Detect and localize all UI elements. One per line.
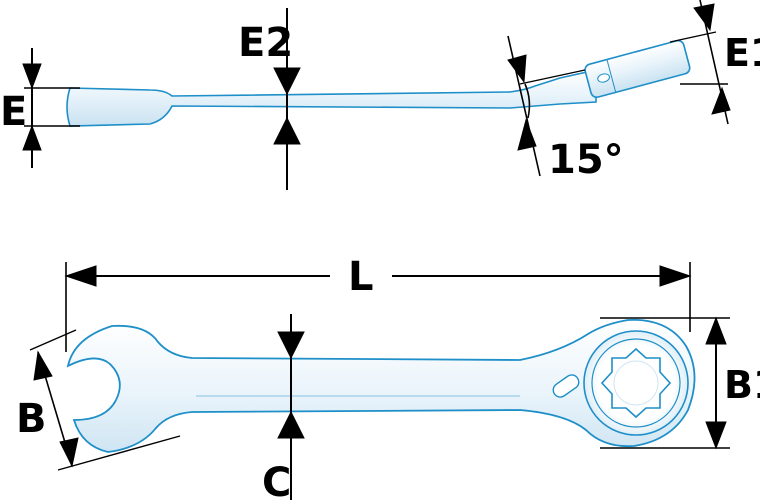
arrowhead [659,265,692,287]
arrowhead [277,331,305,360]
side-view-body [66,69,597,127]
arrowhead [22,124,42,151]
dimension-L [64,262,692,352]
side-view-ratchet-head [584,39,691,99]
arrowhead [273,67,301,96]
arrowhead [705,421,727,450]
arrowhead [59,437,79,468]
dimension-C [277,314,305,500]
label-E1: E1 [724,31,760,75]
arrowhead [64,265,97,287]
label-B: B [16,396,47,442]
wrench-front-view [66,319,696,453]
arrowhead [22,63,42,90]
twelve-point-socket [600,347,672,419]
label-L: L [348,254,374,300]
arrowhead [33,350,53,381]
dimension-E1 [669,0,731,125]
reverse-lever [552,374,580,398]
front-view-body [66,319,696,453]
label-B1: B1 [724,363,760,407]
arrowhead [507,54,527,84]
label-C: C [262,460,291,500]
arrowhead [517,118,537,151]
label-E2: E2 [238,20,293,66]
wrench-side-view [66,39,691,127]
dimension-B [29,329,181,471]
dimension-B1 [600,316,730,450]
arrowhead [705,316,727,345]
arrowhead [711,86,731,115]
arrowhead [273,116,301,145]
dimension-angle [507,35,586,177]
dimension-E2 [273,8,301,190]
arrowhead [277,410,305,439]
label-E: E [0,89,27,135]
arrowhead [693,3,715,32]
label-angle: 15° [548,137,624,183]
dimension-E [22,48,80,168]
